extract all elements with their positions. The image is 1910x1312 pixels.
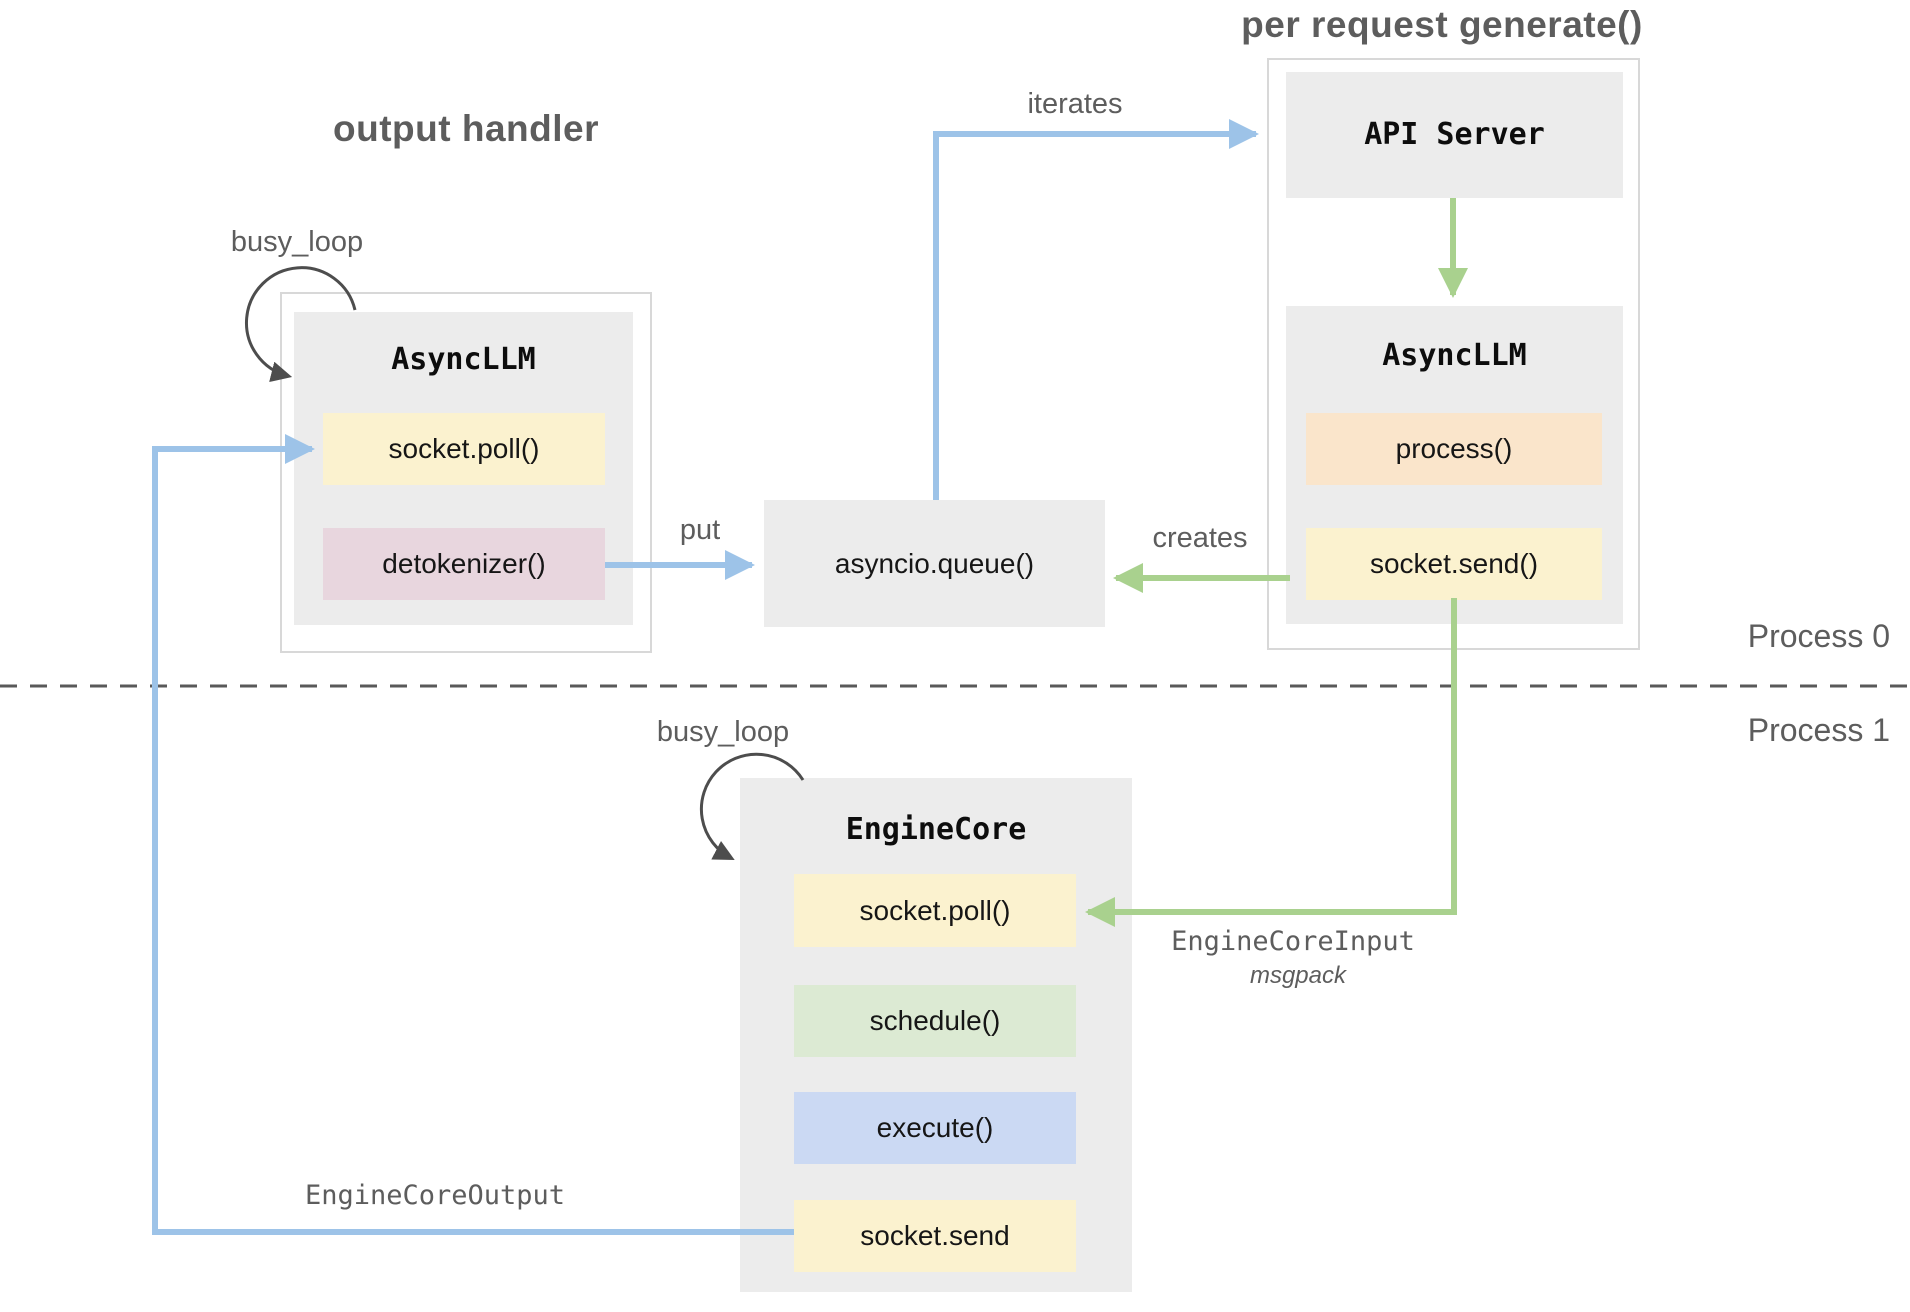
output-handler-title: output handler bbox=[333, 108, 599, 149]
put-label: put bbox=[679, 514, 721, 546]
iterates-arrow bbox=[933, 119, 1259, 500]
iterates-label: iterates bbox=[1027, 88, 1123, 120]
left-asyncllm-title: AsyncLLM bbox=[391, 342, 536, 377]
busy-loop-label-enginecore: busy_loop bbox=[656, 716, 790, 748]
execute-chip: execute() bbox=[794, 1092, 1076, 1164]
engine-core-output-label: EngineCoreOutput bbox=[304, 1180, 566, 1211]
msgpack-label: msgpack bbox=[1249, 962, 1347, 989]
process-chip: process() bbox=[1306, 413, 1602, 485]
per-request-generate-title: per request generate() bbox=[1241, 4, 1643, 45]
busy-loop-label-left: busy_loop bbox=[230, 226, 364, 258]
detokenizer-chip: detokenizer() bbox=[323, 528, 605, 600]
engine-socket-send-chip: socket.send bbox=[794, 1200, 1076, 1272]
left-socket-poll-chip: socket.poll() bbox=[323, 413, 605, 485]
schedule-chip: schedule() bbox=[794, 985, 1076, 1057]
creates-label: creates bbox=[1152, 522, 1248, 554]
process-1-label: Process 1 bbox=[1747, 712, 1890, 748]
engine-socket-poll-chip: socket.poll() bbox=[794, 874, 1076, 947]
engine-core-title: EngineCore bbox=[845, 812, 1027, 847]
process-0-label: Process 0 bbox=[1747, 618, 1890, 654]
asyncio-queue-box: asyncio.queue() bbox=[764, 500, 1105, 627]
engine-core-input-label: EngineCoreInput bbox=[1171, 926, 1415, 957]
api-server-box: API Server bbox=[1286, 72, 1623, 198]
right-socket-send-chip: socket.send() bbox=[1306, 528, 1602, 600]
right-asyncllm-title: AsyncLLM bbox=[1382, 338, 1527, 373]
